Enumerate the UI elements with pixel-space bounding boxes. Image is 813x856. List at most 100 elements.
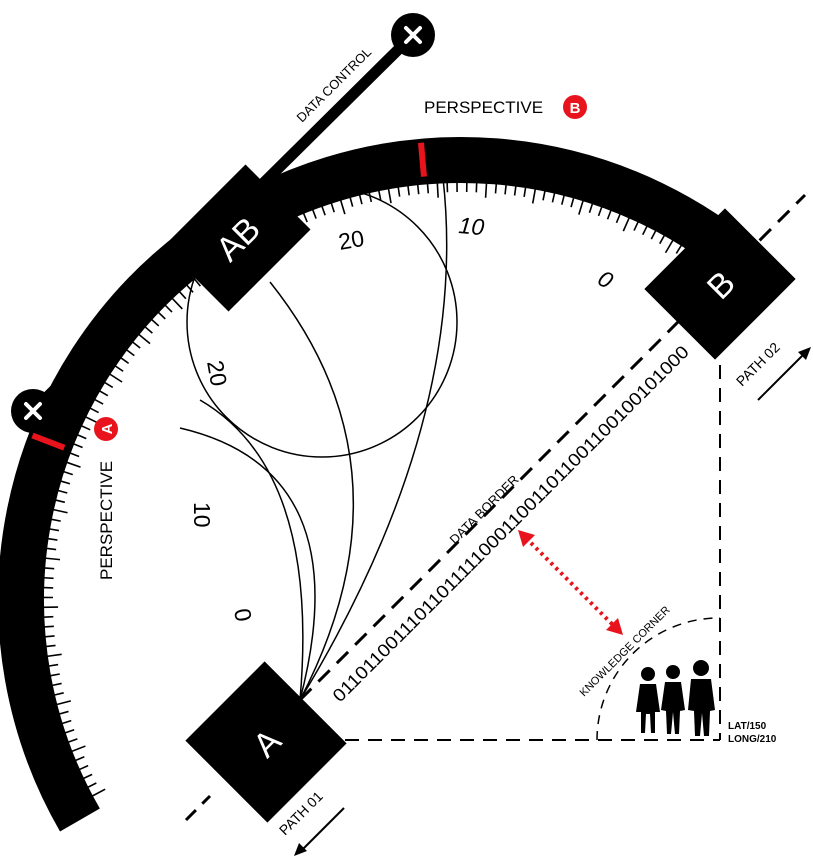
scale-tick — [62, 721, 72, 724]
scale-tick — [533, 189, 536, 204]
close-button-top[interactable] — [391, 13, 435, 57]
scale-tick — [651, 230, 656, 239]
scale-tick — [92, 789, 105, 796]
scale-tick — [132, 342, 140, 348]
scale-tick — [589, 203, 592, 212]
scale-tick — [45, 558, 60, 560]
scale-tick — [524, 187, 526, 197]
scale-tick — [44, 568, 54, 569]
scale-tick — [52, 683, 62, 685]
scale-tick — [60, 481, 70, 484]
scale-tick — [418, 184, 419, 194]
scale-tick — [46, 645, 56, 646]
binary-string: 0110110011101101111100011001101100110010… — [329, 342, 693, 706]
scale-tick — [99, 391, 108, 396]
scale-tick — [46, 548, 56, 549]
scale-tick — [94, 399, 103, 404]
scale-tick — [68, 739, 77, 742]
scale-a-label-10: 10 — [189, 502, 215, 528]
scale-tick — [158, 312, 165, 319]
scale-tick — [87, 783, 96, 787]
scale-tick — [90, 408, 99, 413]
scale-a-label-0: 0 — [229, 606, 257, 623]
scale-tick — [172, 298, 182, 309]
scale-tick — [59, 711, 69, 714]
scale-a-label-20: 20 — [202, 358, 232, 388]
scale-tick — [660, 235, 665, 244]
scale-tick — [151, 319, 158, 326]
scale-tick — [51, 519, 61, 521]
perspective-b-badge-letter: B — [570, 100, 581, 117]
scale-tick — [165, 305, 172, 312]
scale-tick — [331, 203, 334, 213]
long-label: LONG/210 — [728, 734, 777, 745]
scale-tick — [44, 626, 54, 627]
perspective-b-text: PERSPECTIVE — [424, 98, 543, 117]
scale-tick — [48, 539, 58, 540]
scale-tick — [388, 188, 391, 203]
path-01-extension — [186, 796, 210, 820]
scale-tick — [398, 187, 400, 197]
scale-tick — [505, 184, 506, 194]
scale-tick — [45, 636, 55, 637]
scale-tick — [350, 197, 353, 207]
scale-tick — [313, 209, 317, 218]
scale-tick — [44, 578, 54, 579]
scale-tick — [53, 510, 68, 513]
scale-b-label-10: 10 — [458, 212, 486, 240]
perspective-b-label: PERSPECTIVE B — [424, 95, 587, 119]
scale-tick — [50, 674, 60, 676]
scale-tick — [66, 462, 80, 467]
scale-tick — [54, 693, 64, 695]
scale-tick — [49, 529, 59, 531]
scale-tick — [75, 757, 84, 761]
curve-to-ab-2 — [200, 400, 303, 700]
perspective-b-marker — [421, 143, 424, 177]
scale-tick — [666, 240, 674, 253]
scale-tick — [77, 435, 86, 439]
scale-tick — [55, 500, 65, 502]
scale-tick — [543, 191, 545, 201]
scale-tick — [562, 195, 564, 205]
scale-band — [21, 160, 778, 820]
scale-tick — [56, 701, 71, 705]
scale-tick — [608, 210, 612, 219]
scale-b-label-20: 20 — [336, 225, 366, 255]
scale-tick — [179, 291, 186, 298]
scale-tick — [369, 192, 371, 202]
scale-tick — [515, 186, 516, 196]
scale-tick — [48, 665, 58, 667]
scale-tick — [47, 654, 62, 656]
knowledge-corner-label: KNOWLEDGE CORNER — [578, 604, 673, 699]
scale-tick — [70, 453, 79, 457]
scale-tick — [303, 213, 307, 222]
scale-tick — [676, 245, 681, 253]
perspective-a-text: PERSPECTIVE — [97, 461, 116, 580]
knowledge-link-arrow — [518, 530, 623, 635]
scale-tick — [63, 472, 73, 475]
scale-tick — [120, 358, 128, 364]
scale-tick — [71, 746, 85, 751]
scale-tick — [83, 774, 92, 778]
scale-tick — [58, 490, 68, 493]
scale-tick — [379, 190, 381, 200]
scale-ring — [21, 143, 778, 820]
scale-tick — [579, 200, 583, 214]
scale-tick — [341, 200, 345, 214]
scale-tick — [643, 226, 647, 235]
scale-tick — [322, 206, 325, 215]
people-silhouette-icon — [636, 660, 715, 736]
scale-tick — [104, 382, 113, 387]
scale-tick — [427, 183, 428, 193]
scale-tick — [634, 221, 638, 230]
curve-to-perspective-a — [180, 428, 315, 700]
scale-tick — [408, 185, 409, 195]
scale-tick — [571, 197, 574, 207]
scale-tick — [616, 214, 620, 223]
close-button-left[interactable] — [11, 389, 55, 433]
scale-tick — [437, 183, 438, 198]
knowledge-corner-arc — [597, 618, 720, 740]
scale-tick — [115, 366, 123, 372]
scale-tick — [73, 444, 82, 448]
